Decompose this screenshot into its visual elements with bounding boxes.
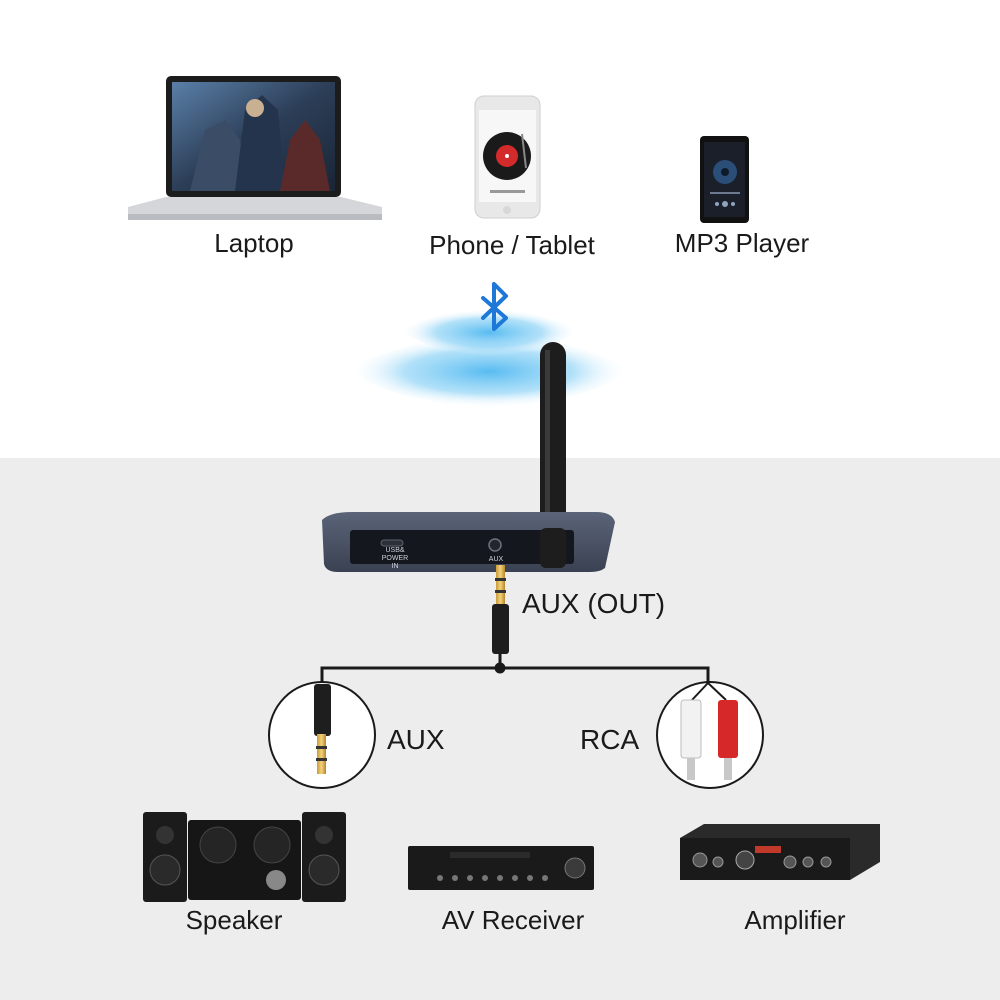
mp3-player-icon (700, 136, 749, 223)
bluetooth-signal-waves (348, 309, 630, 408)
connection-cables (320, 654, 710, 683)
aux-port-label: AUX (488, 556, 504, 563)
phone-icon (474, 95, 541, 219)
amplifier-label: Amplifier (744, 905, 846, 935)
bluetooth-receiver-box (322, 512, 615, 572)
amplifier-icon (680, 824, 880, 880)
aux-connector-circle (268, 681, 376, 789)
speaker-label: Speaker (185, 905, 283, 935)
aux-connection-label: AUX (387, 724, 445, 755)
av-receiver-icon (408, 846, 594, 890)
usb-power-port-label: USB& POWER IN (381, 547, 409, 570)
aux-out-plug (492, 565, 509, 654)
laptop-label: Laptop (214, 228, 294, 258)
speaker-icon (143, 812, 346, 902)
rca-connection-label: RCA (580, 724, 640, 755)
phone-tablet-label: Phone / Tablet (429, 230, 595, 260)
aux-out-label: AUX (OUT) (522, 588, 666, 619)
bluetooth-icon (481, 282, 508, 331)
rca-connector-circle (656, 681, 764, 789)
mp3-player-label: MP3 Player (674, 228, 810, 258)
av-receiver-label: AV Receiver (441, 905, 585, 935)
laptop-icon (128, 76, 382, 220)
